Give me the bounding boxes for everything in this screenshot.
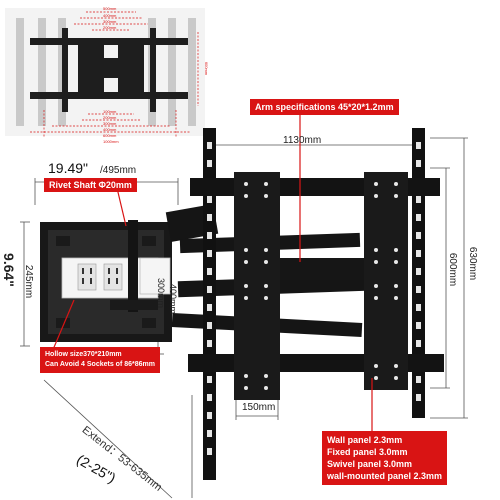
bracket-width-mm-label: /495mm xyxy=(100,165,137,176)
height-inches-label: 9.64" xyxy=(0,253,17,287)
hollow-size-line-1: Hollow size370*210mm xyxy=(45,351,122,358)
thumb-top-label-1: 500mm xyxy=(103,6,117,11)
thumb-bottom-label-1: 100mm xyxy=(103,109,117,114)
vesa-400-label: 400mm xyxy=(168,283,179,315)
rivet-shaft-callout: Rivet Shaft Φ20mm xyxy=(44,178,137,192)
thumb-top-label-4: 200mm xyxy=(103,25,117,30)
thumb-bottom-label-5: 600mm xyxy=(103,133,117,138)
hollow-size-line-2: Can Avoid 4 Sockets of 86*86mm xyxy=(45,361,155,368)
panel-spec-fixed: Fixed panel 3.0mm xyxy=(327,447,408,457)
arm-spec-callout: Arm specifications 45*20*1.2mm xyxy=(250,99,399,115)
thumb-bottom-label-4: 400mm xyxy=(103,127,117,132)
vertical-inner-label: 600mm xyxy=(447,252,459,287)
wall-bracket xyxy=(40,220,172,342)
thumb-top-label-3: 300mm xyxy=(103,19,117,24)
rivet-shaft-label: Rivet Shaft Φ20mm xyxy=(49,180,132,190)
vesa-300-label: 300mm xyxy=(156,277,167,309)
thumb-top-label-2: 400mm xyxy=(103,13,117,18)
panel-spec-wall-mounted: wall-mounted panel 2.3mm xyxy=(327,471,443,481)
height-mm-label: 245mm xyxy=(23,264,35,299)
thumb-bottom-label-3: 300mm xyxy=(103,121,117,126)
thumb-bottom-label-2: 200mm xyxy=(103,115,117,120)
thumb-side-label: 600mm xyxy=(204,61,210,76)
thumb-bottom-label-6: 1000mm xyxy=(103,139,119,144)
thumbnail-diagram xyxy=(5,8,205,138)
width-dimension-label: 1130mm xyxy=(283,135,322,146)
panel-spec-swivel: Swivel panel 3.0mm xyxy=(327,459,413,469)
bracket-width-inches-label: 19.49" xyxy=(48,160,89,176)
panel-spec-wall: Wall panel 2.3mm xyxy=(327,435,403,445)
panel-width-label: 150mm xyxy=(242,402,276,413)
vertical-outer-label: 630mm xyxy=(467,246,479,281)
arm-spec-label: Arm specifications 45*20*1.2mm xyxy=(255,102,394,112)
hollow-size-callout: Hollow size370*210mm Can Avoid 4 Sockets… xyxy=(40,347,160,373)
panel-specs-callout: Wall panel 2.3mm Fixed panel 3.0mm Swive… xyxy=(322,431,448,485)
swivel-panels xyxy=(234,172,408,400)
